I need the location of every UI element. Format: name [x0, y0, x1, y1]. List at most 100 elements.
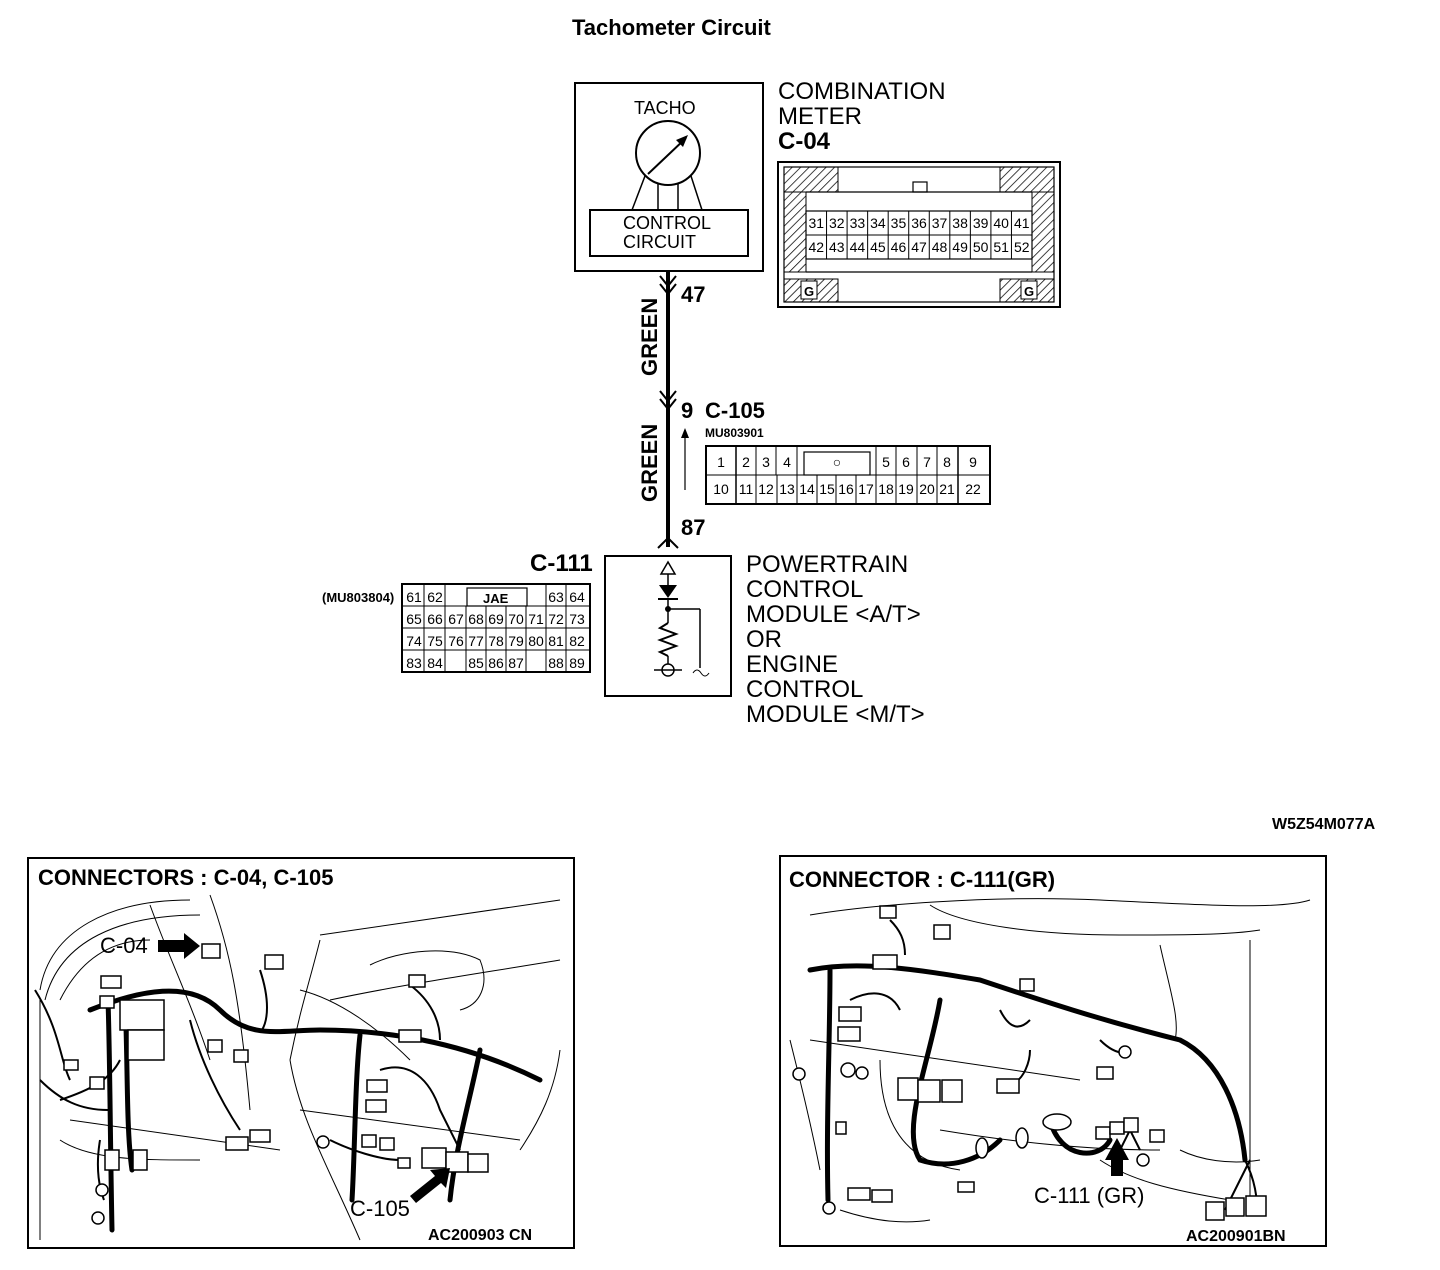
c105-pin: 20 — [919, 481, 935, 497]
c111-part-number: (MU803804) — [322, 590, 394, 605]
left-location-heading: CONNECTORS : C-04, C-105 — [38, 865, 333, 890]
pin-47-label: 47 — [681, 282, 705, 307]
c105-pin: 8 — [943, 454, 951, 470]
c111-connector-id: C-111 — [530, 550, 593, 577]
c04-pin: 47 — [911, 239, 927, 255]
c111-pin: 74 — [406, 633, 422, 649]
c111-pin: 61 — [406, 589, 422, 605]
c04-ground-left: G — [804, 284, 814, 299]
c04-connector-id: C-04 — [778, 128, 831, 155]
c105-pin: 4 — [783, 454, 791, 470]
c111-pin: 72 — [548, 611, 564, 627]
resistor-icon — [657, 622, 679, 657]
c105-pin: 12 — [758, 481, 774, 497]
c111-pin: 70 — [508, 611, 524, 627]
left-figure-code: AC200903 CN — [428, 1227, 532, 1244]
c04-pin: 41 — [1014, 215, 1030, 231]
c04-pin: 43 — [829, 239, 845, 255]
c111-pin: 77 — [468, 633, 484, 649]
right-figure-code: AC200901BN — [1186, 1228, 1286, 1245]
c105-pin: 17 — [858, 481, 874, 497]
combination-meter-name-1: COMBINATION — [778, 78, 946, 105]
c105-part-number: MU803901 — [705, 426, 764, 440]
c111-pin: 73 — [569, 611, 585, 627]
c105-pin: 11 — [739, 481, 754, 497]
module-name-line: CONTROL — [746, 576, 863, 603]
c105-locator-arrow-icon — [410, 1168, 450, 1203]
signal-direction-arrow-icon — [681, 428, 689, 438]
c04-pin: 45 — [870, 239, 886, 255]
combination-meter-name-2: METER — [778, 103, 862, 130]
c111-pin: 62 — [427, 589, 443, 605]
module-name-line: OR — [746, 626, 782, 653]
diagram-code: W5Z54M077A — [1272, 816, 1376, 833]
c04-pin: 32 — [829, 215, 845, 231]
c111-pin: 65 — [406, 611, 422, 627]
c111-pin: 81 — [548, 633, 564, 649]
module-name-line: MODULE <M/T> — [746, 701, 925, 728]
c105-pin: 9 — [969, 454, 977, 470]
left-location-panel: CONNECTORS : C-04, C-105 — [27, 857, 575, 1249]
c105-pin: 15 — [819, 481, 835, 497]
c111-pin: 68 — [468, 611, 484, 627]
right-location-heading: CONNECTOR : C-111(GR) — [789, 867, 1055, 892]
c105-pin: 10 — [713, 481, 729, 497]
c111-pin: 87 — [508, 655, 524, 671]
c111-pin: 89 — [569, 655, 585, 671]
right-location-panel: CONNECTOR : C-111(GR) — [779, 855, 1327, 1247]
tachometer-gauge-icon — [635, 120, 701, 186]
c105-pin: 7 — [923, 454, 931, 470]
c111-pin: 84 — [427, 655, 443, 671]
c111-pin: 76 — [448, 633, 464, 649]
c105-pin: 16 — [838, 481, 854, 497]
c111-pin: 79 — [508, 633, 524, 649]
c111-pin: 78 — [488, 633, 504, 649]
tacho-label: TACHO — [634, 98, 696, 118]
c04-ground-right: G — [1024, 284, 1034, 299]
control-circuit-label-1: CONTROL — [623, 213, 711, 233]
c105-pin: 5 — [882, 454, 890, 470]
c105-pin: 18 — [878, 481, 894, 497]
c105-pin: 6 — [902, 454, 910, 470]
c04-pin: 50 — [973, 239, 989, 255]
c105-pin: 21 — [939, 481, 955, 497]
c111-locator-arrow-icon — [1105, 1138, 1129, 1176]
c111-jae-badge: JAE — [483, 591, 509, 606]
wire-color-label-lower: GREEN — [637, 424, 662, 502]
c111-pin: 69 — [488, 611, 504, 627]
c04-pin: 52 — [1014, 239, 1030, 255]
c04-pin: 49 — [952, 239, 968, 255]
diode-icon — [659, 585, 677, 598]
c111-pin: 63 — [548, 589, 564, 605]
pin-87-label: 87 — [681, 515, 705, 540]
c04-pin: 33 — [850, 215, 866, 231]
c111-pin: 83 — [406, 655, 422, 671]
c111-pin: 71 — [528, 611, 544, 627]
c111-pin: 67 — [448, 611, 464, 627]
c04-pin: 36 — [911, 215, 927, 231]
c04-pin: 51 — [993, 239, 1009, 255]
c04-pin: 31 — [808, 215, 824, 231]
wire-color-label-upper: GREEN — [637, 298, 662, 376]
c04-pin: 40 — [993, 215, 1009, 231]
module-name-line: ENGINE — [746, 651, 838, 678]
c105-pin: 22 — [965, 481, 981, 497]
left-callout-c04: C-04 — [100, 933, 148, 958]
green-signal-wire — [657, 271, 689, 549]
c04-pin: 44 — [850, 239, 866, 255]
c04-pin: 48 — [932, 239, 948, 255]
c105-pin: 14 — [799, 481, 815, 497]
c111-pin: 88 — [548, 655, 564, 671]
c04-locator-arrow-icon — [158, 933, 200, 959]
c105-pin: 13 — [779, 481, 795, 497]
c105-connector-id: C-105 — [705, 398, 765, 423]
module-name-line: CONTROL — [746, 676, 863, 703]
c111-pin: 64 — [569, 589, 585, 605]
module-name-line: MODULE <A/T> — [746, 601, 921, 628]
engine-control-module-block — [604, 555, 732, 697]
